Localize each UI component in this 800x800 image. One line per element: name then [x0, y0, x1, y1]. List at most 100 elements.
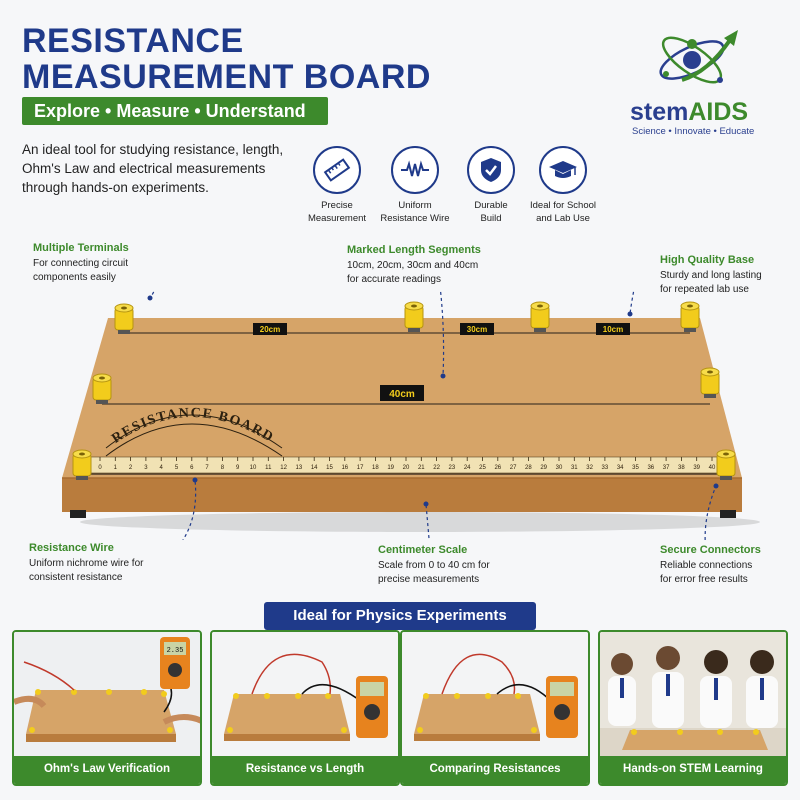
scale-number: 39 [693, 465, 700, 471]
callout-connectors-title: Secure Connectors [660, 544, 761, 556]
terminal-connector[interactable] [114, 303, 134, 334]
callout-terminals-text: For connecting circuit components easily [33, 258, 129, 283]
scale-number: 34 [617, 465, 624, 471]
segment-label-30cm: 30cm [467, 325, 487, 334]
segment-label-40cm-box [380, 385, 424, 401]
feature-label: Ideal for School and Lab Use [529, 200, 596, 224]
callout-wire-title: Resistance Wire [29, 542, 114, 554]
logo-aids: AIDS [688, 98, 749, 126]
stemaids-atom-logo-icon [659, 30, 738, 84]
scale-number: 14 [311, 465, 318, 471]
scale-number: 18 [372, 465, 379, 471]
scale-number: 35 [632, 465, 639, 471]
scale-number: 27 [510, 465, 517, 471]
terminal-connector[interactable] [404, 301, 424, 332]
scale-number: 38 [678, 465, 685, 471]
scale-number: 6 [190, 465, 194, 471]
intro-text: An ideal tool for studying resistance, l… [22, 142, 284, 195]
scale-number: 24 [464, 465, 471, 471]
feature-label: Durable Build [474, 200, 508, 224]
experiment-label: Hands-on STEM Learning [600, 756, 786, 784]
scale-number: 1 [114, 465, 118, 471]
scale-number: 2 [129, 465, 133, 471]
scale-number: 4 [160, 465, 164, 471]
logo-stem: stem [630, 98, 689, 126]
logo-subtitle: Science • Innovate • Educate [632, 126, 755, 137]
scale-number: 25 [479, 465, 486, 471]
resistance-length-scene [212, 632, 398, 762]
terminal-connector[interactable] [680, 301, 700, 332]
callout-wire-text: Uniform nichrome wire for consistent res… [29, 558, 144, 583]
ruler-icon [313, 146, 361, 194]
multimeter-reading: 2.35 [167, 647, 184, 655]
scale-number: 13 [296, 465, 303, 471]
title-line-2: MEASUREMENT BOARD [22, 58, 431, 96]
scale-number: 11 [265, 465, 272, 471]
scale-number: 10 [250, 465, 257, 471]
students-scene [600, 632, 786, 762]
scale-number: 12 [280, 465, 287, 471]
comparing-resistances-scene [402, 632, 588, 762]
board-front-edge [62, 478, 742, 512]
experiment-card-ohms-law: 2.35 Ohm's Law Verification [12, 630, 202, 786]
scale-number: 23 [449, 465, 456, 471]
terminal-connector[interactable] [700, 367, 720, 398]
callout-connectors-text: Reliable connections for error free resu… [660, 560, 753, 585]
feature-school-lab: Ideal for School and Lab Use [528, 146, 598, 225]
scale-number: 19 [387, 465, 394, 471]
callout-segments-text: 10cm, 20cm, 30cm and 40cm for accurate r… [347, 260, 479, 285]
segment-label-10cm-box [596, 323, 630, 335]
callout-dots [147, 295, 719, 507]
scale-number: 8 [221, 465, 225, 471]
scale-number: 20 [403, 465, 410, 471]
scale-number: 30 [556, 465, 563, 471]
segment-label-40cm: 40cm [389, 389, 415, 400]
scale-number: 0 [98, 465, 102, 471]
scale-number: 28 [525, 465, 532, 471]
feature-durable-build: Durable Build [456, 146, 526, 225]
terminal-connector[interactable] [716, 449, 736, 480]
tagline-banner: Explore • Measure • Understand [22, 97, 328, 125]
terminal-connector[interactable] [92, 373, 112, 404]
experiments-banner: Ideal for Physics Experiments [264, 602, 536, 630]
logo-wordmark: stemAIDS [630, 98, 748, 127]
segment-label-20cm-box [253, 323, 287, 335]
experiment-label: Resistance vs Length [212, 756, 398, 784]
callout-scale-title: Centimeter Scale [378, 544, 468, 556]
segment-label-20cm: 20cm [260, 325, 280, 334]
callout-terminals-title: Multiple Terminals [33, 242, 129, 254]
segment-label-10cm: 10cm [603, 325, 623, 334]
ohms-law-scene: 2.35 [14, 632, 200, 762]
scale-number: 26 [494, 465, 501, 471]
scale-number: 15 [326, 465, 333, 471]
scale-number: 17 [357, 465, 364, 471]
callout-base-text: Sturdy and long lasting for repeated lab… [660, 270, 762, 295]
scale-number: 31 [571, 465, 578, 471]
scale-number: 40 [709, 465, 716, 471]
segment-label-30cm-box [460, 323, 494, 335]
feature-precise-measurement: Precise Measurement [302, 146, 372, 225]
terminal-connector[interactable] [530, 301, 550, 332]
feature-label: Precise Measurement [307, 200, 367, 224]
experiment-label: Comparing Resistances [402, 756, 588, 784]
scale-number: 9 [236, 465, 240, 471]
scale-number: 3 [144, 465, 148, 471]
feature-label: Uniform Resistance Wire [380, 200, 450, 224]
terminal-connector[interactable] [72, 449, 92, 480]
experiment-label: Ohm's Law Verification [14, 756, 200, 784]
experiment-card-comparing: Comparing Resistances [400, 630, 590, 786]
experiment-card-stem-learning: Hands-on STEM Learning [598, 630, 788, 786]
scale-number: 5 [175, 465, 179, 471]
scale-number: 37 [663, 465, 670, 471]
shield-check-icon [467, 146, 515, 194]
scale-number: 21 [418, 465, 425, 471]
scale-number: 33 [602, 465, 609, 471]
callout-base-title: High Quality Base [660, 254, 755, 266]
scale-number: 36 [647, 465, 654, 471]
experiment-card-resistance-length: Resistance vs Length [210, 630, 400, 786]
feature-uniform-wire: Uniform Resistance Wire [380, 146, 450, 225]
scale-number: 29 [540, 465, 547, 471]
scale-number: 16 [341, 465, 348, 471]
